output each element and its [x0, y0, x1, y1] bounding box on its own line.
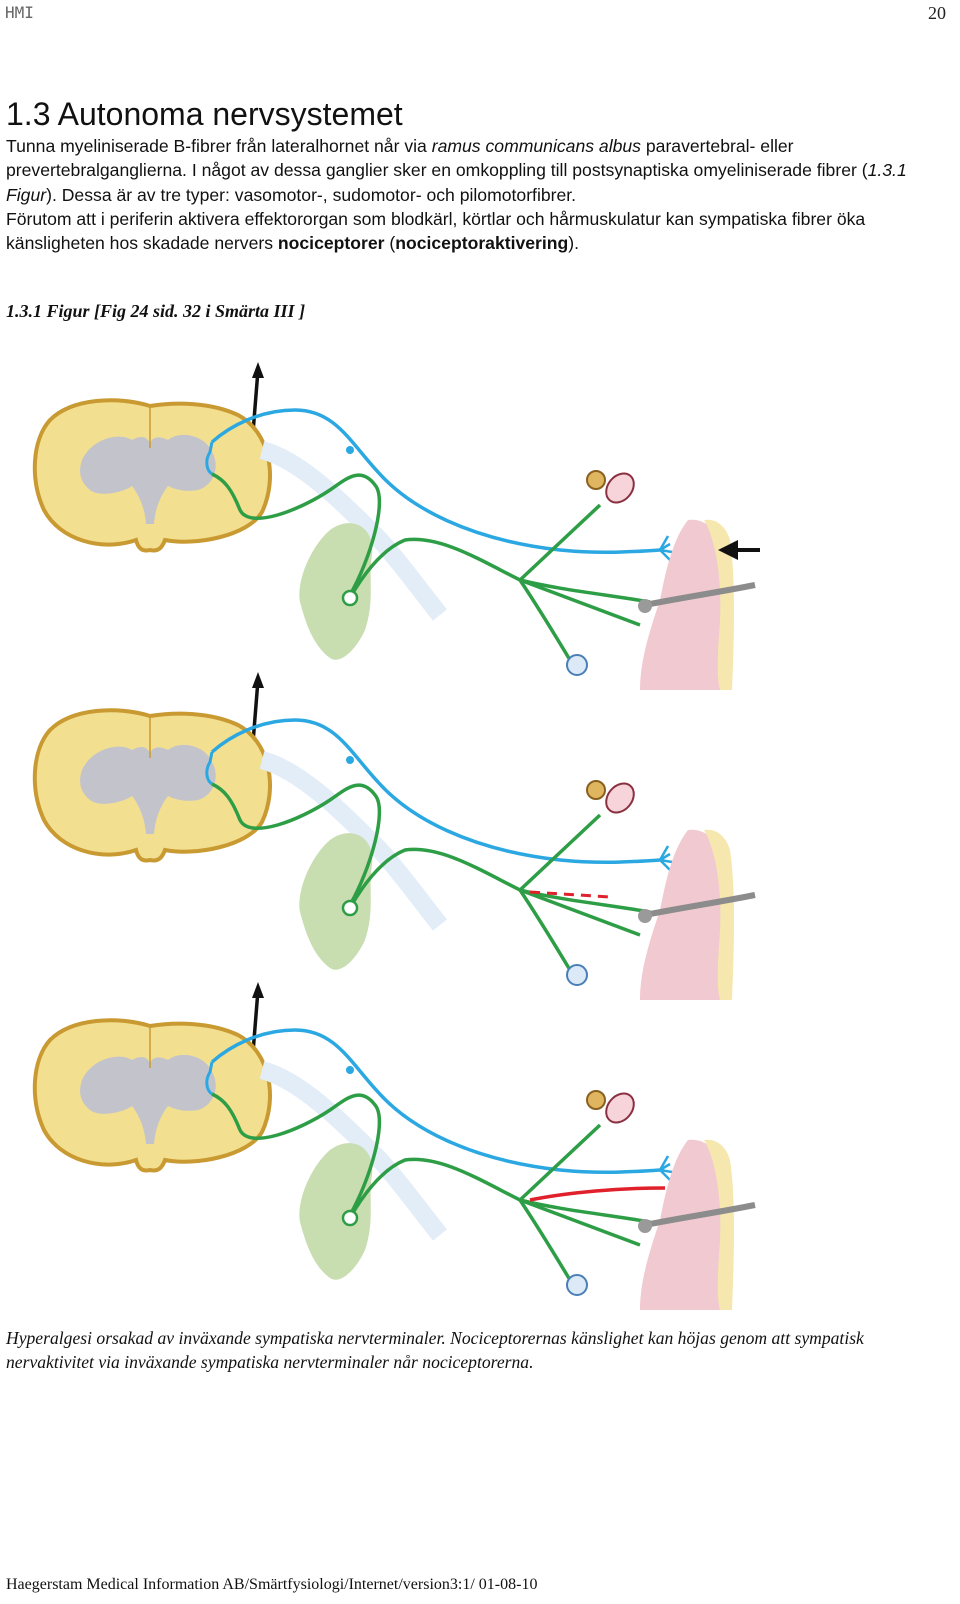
- paragraph-1: Tunna myeliniserade B-fibrer från latera…: [6, 134, 951, 207]
- paragraph-2-term-2: nociceptoraktivering: [395, 233, 569, 254]
- figure-panel-2: [35, 672, 755, 1000]
- sprouting-terminal-dashed: [529, 890, 611, 899]
- figure-illustration: [0, 340, 790, 1320]
- paragraph-1-text-c: ). Dessa är av tre typer: vasomotor-, su…: [46, 184, 577, 205]
- paragraph-2-text-a: Förutom att i periferin aktivera effekto…: [6, 208, 866, 254]
- paragraph-2-term-1: nociceptorer: [277, 233, 385, 254]
- body-text: Tunna myeliniserade B-fibrer från latera…: [6, 134, 951, 255]
- paragraph-2-text-c: ).: [568, 233, 580, 254]
- paragraph-1-text-a: Tunna myeliniserade B-fibrer från latera…: [6, 136, 432, 156]
- page-footer: Haegerstam Medical Information AB/Smärtf…: [6, 1576, 538, 1593]
- figure-label: 1.3.1 Figur [Fig 24 sid. 32 i Smärta III…: [6, 301, 306, 321]
- stimulus-arrow-icon: [718, 540, 760, 560]
- sprouting-terminal: [529, 1186, 666, 1202]
- page-header: HMI 20: [5, 3, 946, 23]
- figure-reference: 1.3.1 Figur: [6, 160, 907, 205]
- page-number: 20: [928, 3, 946, 23]
- paragraph-1-term: ramus communicans albus: [431, 136, 641, 156]
- section-heading: 1.3 Autonoma nervsystemet: [6, 96, 403, 132]
- header-label: HMI: [5, 3, 34, 22]
- figure-panel-1: [35, 362, 760, 690]
- paragraph-2: Förutom att i periferin aktivera effekto…: [6, 207, 951, 256]
- figure-panel-3: [35, 982, 755, 1310]
- paragraph-1-text-b: paravertebral- eller prevertebralganglie…: [6, 136, 868, 181]
- paragraph-2-text-b: (: [384, 233, 396, 254]
- figure-caption: Hyperalgesi orsakad av inväxande sympati…: [6, 1328, 864, 1372]
